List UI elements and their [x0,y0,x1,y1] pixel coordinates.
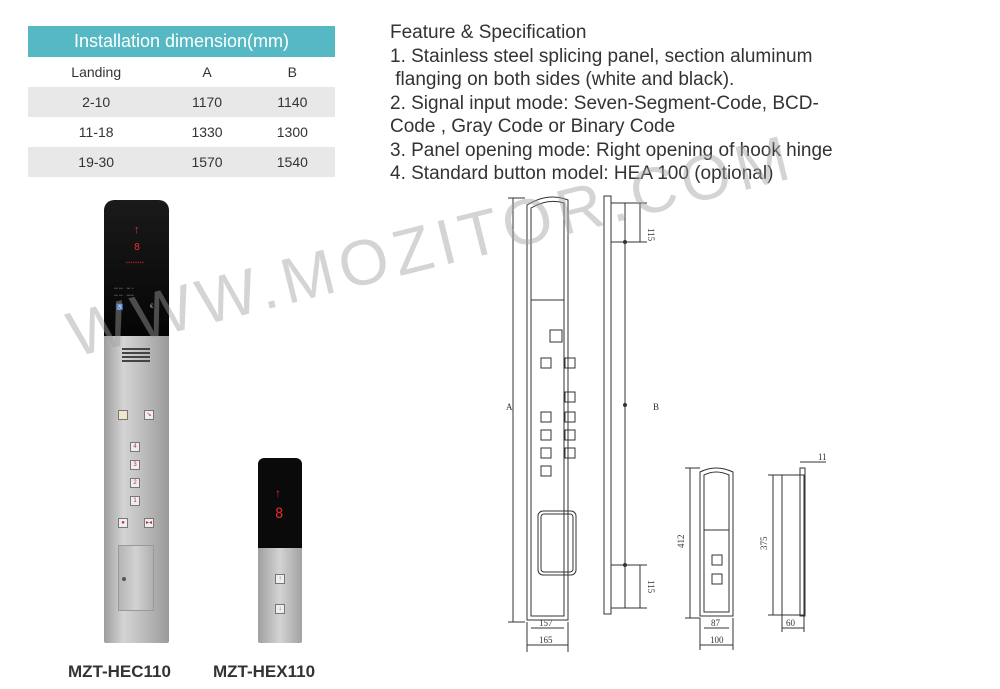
hec-button-outline [540,357,552,369]
table-row: 11-18 1330 1300 [28,117,335,147]
hec110-model-label: MZT-HEC110 [68,662,171,681]
accessibility-icon: ♿ [116,305,124,311]
installation-dimension-table: Installation dimension(mm) Landing A B 2… [28,26,335,177]
scroll-text-decoration: ▪▪▪▪▪▪▪▪ [126,260,145,266]
hinge-mark-icon [623,563,627,567]
feature-line: 2. Signal input mode: Seven-Segment-Code… [390,92,819,114]
hex110-panel-image: ↑ 8 ↑ ↓ [258,458,302,643]
speaker-grille [122,348,150,364]
floor-button: 4 [130,442,140,452]
floor-digit: 8 [134,242,141,253]
hex-side-outline [781,474,805,616]
hec-button-outline [549,329,563,343]
table-header-b: B [249,57,335,87]
hec-front-inner [530,200,565,617]
hec-side-outline [603,195,612,615]
hec-button-outline [540,465,552,477]
hec-front-outline [526,196,569,621]
dim-label-412: 412 [676,535,686,549]
hec-service-door-outline [537,510,577,576]
hall-up-button: ↑ [275,574,285,584]
hec-button-outline [564,447,576,459]
feature-line: 3. Panel opening mode: Right opening of … [390,139,833,161]
hec-button-outline [540,429,552,441]
ce-mark-icon: € [150,304,154,310]
dim-label-157: 157 [539,618,553,628]
feature-line: 4. Standard button model: HEA 100 (optio… [390,163,774,184]
display-screen: ↑ 8 [258,458,302,548]
hec-button-outline [564,429,576,441]
dim-label-100: 100 [710,635,724,645]
hex-side-flange [799,467,806,617]
door-close-button: ▸◂ [144,518,154,528]
hec-button-outline [564,391,576,403]
table-cell: 1140 [249,87,335,117]
dim-label-115-top: 115 [646,228,656,242]
dim-label-115-bottom: 115 [646,580,656,594]
feature-line: flanging on both sides (white and black)… [390,69,735,90]
display-screen: ↑ 8 ▪▪▪▪▪▪▪▪ ▫▫ ▫▫ ▫▫ ▫▫▫ ▫▫ ▫▫▫▫ ♿ € [104,200,169,336]
feature-line: 1. Stainless steel splicing panel, secti… [390,45,813,67]
hall-down-button: ↓ [275,604,285,614]
feature-specification: Feature & Specification 1. Stainless ste… [390,21,950,186]
dim-label-375: 375 [759,536,769,550]
table-title: Installation dimension(mm) [28,26,335,57]
dim-label-165: 165 [539,635,553,645]
table-row: 2-10 1170 1140 [28,87,335,117]
hinge-mark-icon [623,240,627,244]
feature-title: Feature & Specification [390,22,587,43]
dim-label-87: 87 [711,618,721,628]
table-header-landing: Landing [28,57,165,87]
hinge-mark-icon [623,403,627,407]
table-cell: 1540 [249,147,335,177]
hec-button-outline [564,411,576,423]
table-row: 19-30 1570 1540 [28,147,335,177]
keyhole-icon [122,577,126,581]
hex-front-outline [699,467,734,617]
dim-label-60: 60 [786,618,796,628]
floor-button: 2 [130,478,140,488]
feature-line: Code , Gray Code or Binary Code [390,116,676,137]
floor-button: 1 [130,496,140,506]
hec110-panel-image: ↑ 8 ▪▪▪▪▪▪▪▪ ▫▫ ▫▫ ▫▫ ▫▫▫ ▫▫ ▫▫▫▫ ♿ € ↘ … [104,200,169,643]
dim-label-a: A [506,402,513,412]
hex-button-outline [711,554,723,566]
floor-digit: 8 [275,506,284,522]
up-arrow-icon: ↑ [275,486,281,500]
table-cell: 11-18 [28,117,165,147]
hec-button-outline [564,357,576,369]
table-cell: 19-30 [28,147,165,177]
hex-button-outline [711,573,723,585]
bell-button [118,410,128,420]
info-text-decoration: ▫▫ ▫▫ ▫▫ ▫▫▫ ▫▫ ▫▫▫▫ [114,286,134,299]
dim-label-b: B [653,402,659,412]
table-cell: 1170 [164,87,250,117]
hec-button-outline [540,447,552,459]
hec-button-outline [540,411,552,423]
up-arrow-icon: ↑ [134,224,140,236]
floor-button: 3 [130,460,140,470]
dim-label-11: 11 [818,452,827,462]
table-cell: 2-10 [28,87,165,117]
phone-button: ↘ [144,410,154,420]
hex-front-inner [703,471,730,613]
door-open-button: ● [118,518,128,528]
table-cell: 1300 [249,117,335,147]
table-cell: 1570 [164,147,250,177]
table-header-a: A [164,57,250,87]
hex110-model-label: MZT-HEX110 [213,662,316,681]
hec-service-door-inner [540,513,574,573]
table-cell: 1330 [164,117,250,147]
